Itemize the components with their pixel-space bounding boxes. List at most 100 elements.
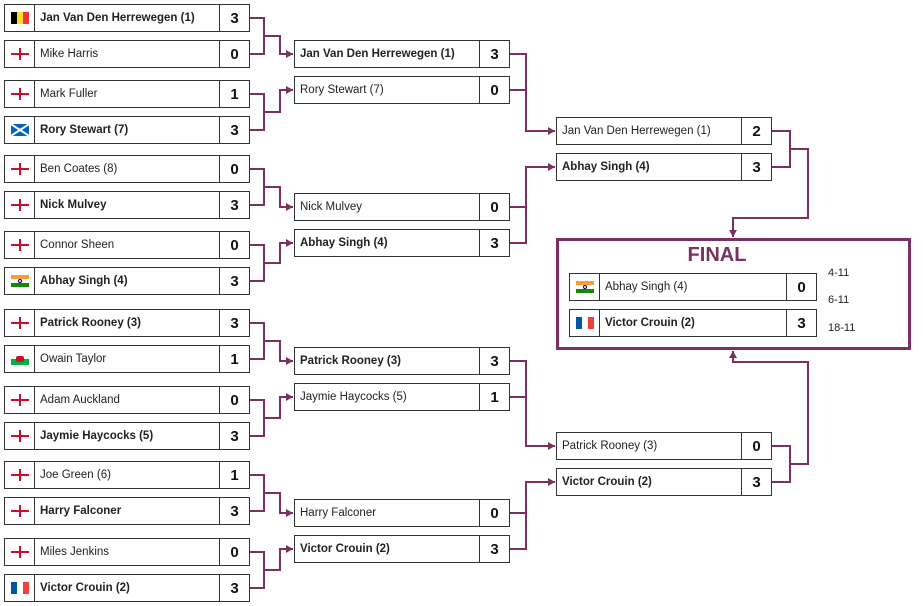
player-name: Victor Crouin (2) (300, 543, 390, 555)
quarterfinal-entry: Patrick Rooney (3)3 (294, 347, 510, 375)
connector-line (250, 17, 265, 55)
flag-cell (5, 575, 35, 601)
connector-line (250, 244, 265, 282)
final-entry: Victor Crouin (2) 3 (569, 309, 817, 337)
england-flag-icon (10, 199, 29, 211)
final-frame (556, 238, 911, 350)
connector-line (525, 166, 555, 225)
flag-cell (5, 310, 35, 336)
player-score: 3 (741, 469, 771, 495)
connector-line (525, 379, 555, 447)
player-name: Victor Crouin (2) (605, 317, 695, 329)
player-name: Connor Sheen (40, 239, 115, 251)
player-name: Patrick Rooney (3) (562, 440, 658, 452)
flag-cell (5, 156, 35, 182)
final-game-score: 18-11 (828, 322, 856, 334)
round1-entry: Patrick Rooney (3) 3 (4, 309, 250, 337)
flag-cell (5, 539, 35, 565)
round1-entry: Jan Van Den Herrewegen (1)3 (4, 4, 250, 32)
player-score: 3 (479, 536, 509, 562)
connector-arrow (286, 509, 293, 517)
player-name: Ben Coates (8) (40, 163, 118, 175)
player-score: 1 (219, 81, 249, 107)
india-flag-icon (575, 281, 594, 293)
england-flag-icon (10, 239, 29, 251)
connector-arrow (548, 127, 555, 135)
flag-cell (5, 117, 35, 143)
france-flag-icon (10, 582, 29, 594)
player-score: 3 (479, 41, 509, 67)
connector-line (250, 551, 265, 589)
player-score: 3 (479, 230, 509, 256)
final-game-score: 6-11 (828, 294, 850, 306)
connector-line (264, 548, 293, 571)
connector-line (732, 351, 809, 465)
connector-arrow (729, 230, 737, 237)
final-entry: Abhay Singh (4)0 (569, 273, 817, 301)
player-name: Jan Van Den Herrewegen (1) (40, 12, 195, 24)
scotland-flag-icon (10, 124, 29, 136)
england-flag-icon (10, 394, 29, 406)
flag-cell (5, 423, 35, 449)
player-score: 1 (479, 384, 509, 410)
semifinal-entry: Patrick Rooney (3) 0 (556, 432, 772, 460)
connector-line (264, 186, 293, 208)
connector-arrow (548, 478, 555, 486)
connector-line (525, 72, 555, 132)
connector-arrow (729, 351, 737, 358)
round1-entry: Ben Coates (8)0 (4, 155, 250, 183)
connector-line (510, 53, 527, 91)
player-name: Victor Crouin (2) (40, 582, 130, 594)
flag-cell (5, 81, 35, 107)
player-name: Jan Van Den Herrewegen (1) (562, 125, 711, 137)
flag-cell (5, 462, 35, 488)
semifinal-entry: Abhay Singh (4)3 (556, 153, 772, 181)
connector-line (264, 242, 293, 264)
flag-cell (5, 192, 35, 218)
connector-line (250, 322, 265, 360)
player-score: 0 (786, 274, 816, 300)
player-score: 3 (219, 117, 249, 143)
player-score: 0 (479, 194, 509, 220)
player-score: 0 (741, 433, 771, 459)
player-name: Harry Falconer (300, 507, 377, 519)
player-score: 3 (219, 268, 249, 294)
england-flag-icon (10, 317, 29, 329)
player-score: 0 (479, 77, 509, 103)
connector-line (250, 93, 265, 131)
connector-line (250, 399, 265, 437)
england-flag-icon (10, 163, 29, 175)
player-score: 3 (786, 310, 816, 336)
belgium-flag-icon (10, 12, 29, 24)
connector-arrow (548, 163, 555, 171)
connector-arrow (286, 239, 293, 247)
wales-flag-icon (10, 353, 29, 365)
player-name: Rory Stewart (7) (40, 124, 129, 136)
player-name: Nick Mulvey (40, 199, 107, 211)
connector-line (772, 130, 791, 168)
quarterfinal-entry: Jaymie Haycocks (5)1 (294, 383, 510, 411)
player-name: Jaymie Haycocks (5) (40, 430, 154, 442)
quarterfinal-entry: Jan Van Den Herrewegen (1)3 (294, 40, 510, 68)
flag-cell (570, 274, 600, 300)
flag-cell (5, 41, 35, 67)
quarterfinal-entry: Rory Stewart (7)0 (294, 76, 510, 104)
quarterfinal-entry: Abhay Singh (4)3 (294, 229, 510, 257)
connector-line (264, 340, 293, 362)
player-score: 3 (741, 154, 771, 180)
connector-arrow (286, 357, 293, 365)
player-score: 3 (219, 423, 249, 449)
semifinal-entry: Victor Crouin (2)3 (556, 468, 772, 496)
round1-entry: Joe Green (6)1 (4, 461, 250, 489)
connector-line (732, 148, 809, 237)
player-score: 3 (219, 310, 249, 336)
england-flag-icon (10, 469, 29, 481)
player-score: 3 (479, 348, 509, 374)
player-name: Nick Mulvey (300, 201, 362, 213)
player-name: Patrick Rooney (3) (40, 317, 141, 329)
